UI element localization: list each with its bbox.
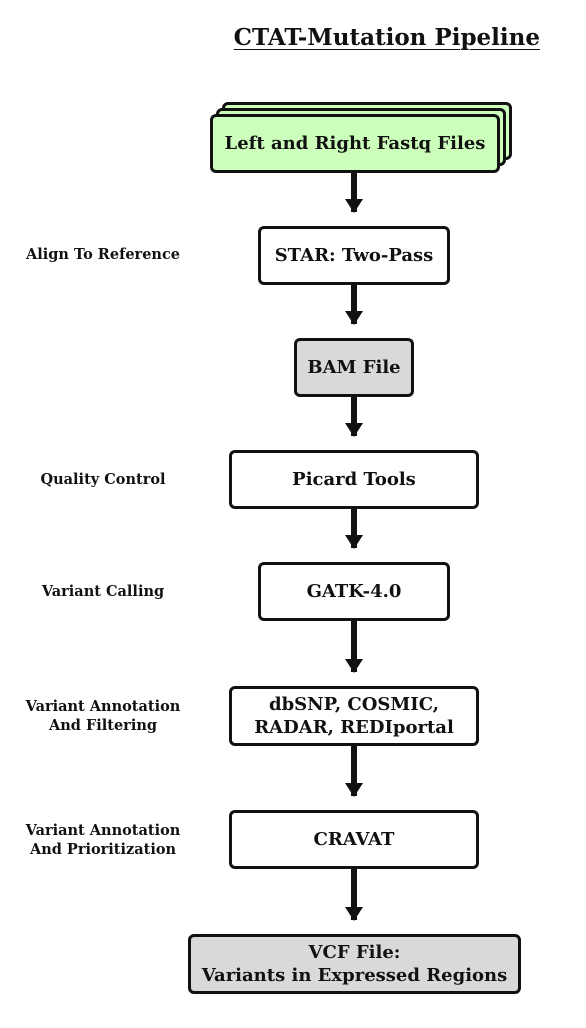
- picard-node: Picard Tools: [229, 450, 479, 509]
- cravat-node: CRAVAT: [229, 810, 479, 869]
- bam-file-node: BAM File: [294, 338, 414, 397]
- vcf-file-line1: VCF File:: [308, 941, 401, 963]
- arrow-fastq-to-star: [345, 173, 363, 213]
- arrow-cravat-to-vcf: [345, 869, 363, 921]
- annotation-db-line2: RADAR, REDIportal: [254, 717, 454, 738]
- gatk-node: GATK-4.0: [258, 562, 450, 621]
- step-align-label: Align To Reference: [25, 245, 181, 263]
- annotation-db-line1: dbSNP, COSMIC,: [269, 693, 439, 715]
- step-qc-label: Quality Control: [40, 470, 166, 488]
- fastq-files-node: Left and Right Fastq Files: [210, 114, 500, 173]
- step-filtering-line1: Variant Annotation: [25, 698, 181, 716]
- arrow-picard-to-gatk: [345, 509, 363, 549]
- step-filtering-label: Variant Annotation And Filtering: [8, 696, 198, 738]
- arrow-annotation-to-cravat: [345, 746, 363, 797]
- step-prioritization-line2: And Prioritization: [29, 841, 177, 858]
- step-prioritization-line1: Variant Annotation: [25, 822, 181, 840]
- annotation-db-node: dbSNP, COSMIC, RADAR, REDIportal: [229, 686, 479, 746]
- vcf-file-line2: Variants in Expressed Regions: [201, 965, 508, 986]
- star-node: STAR: Two-Pass: [258, 226, 450, 285]
- arrow-star-to-bam: [345, 285, 363, 325]
- arrow-bam-to-picard: [345, 397, 363, 437]
- arrow-gatk-to-annotation: [345, 621, 363, 673]
- step-calling-label: Variant Calling: [41, 582, 165, 600]
- diagram-title: CTAT-Mutation Pipeline: [233, 24, 540, 51]
- step-prioritization-label: Variant Annotation And Prioritization: [8, 820, 198, 862]
- step-filtering-line2: And Filtering: [48, 717, 158, 734]
- vcf-file-node: VCF File: Variants in Expressed Regions: [188, 934, 521, 994]
